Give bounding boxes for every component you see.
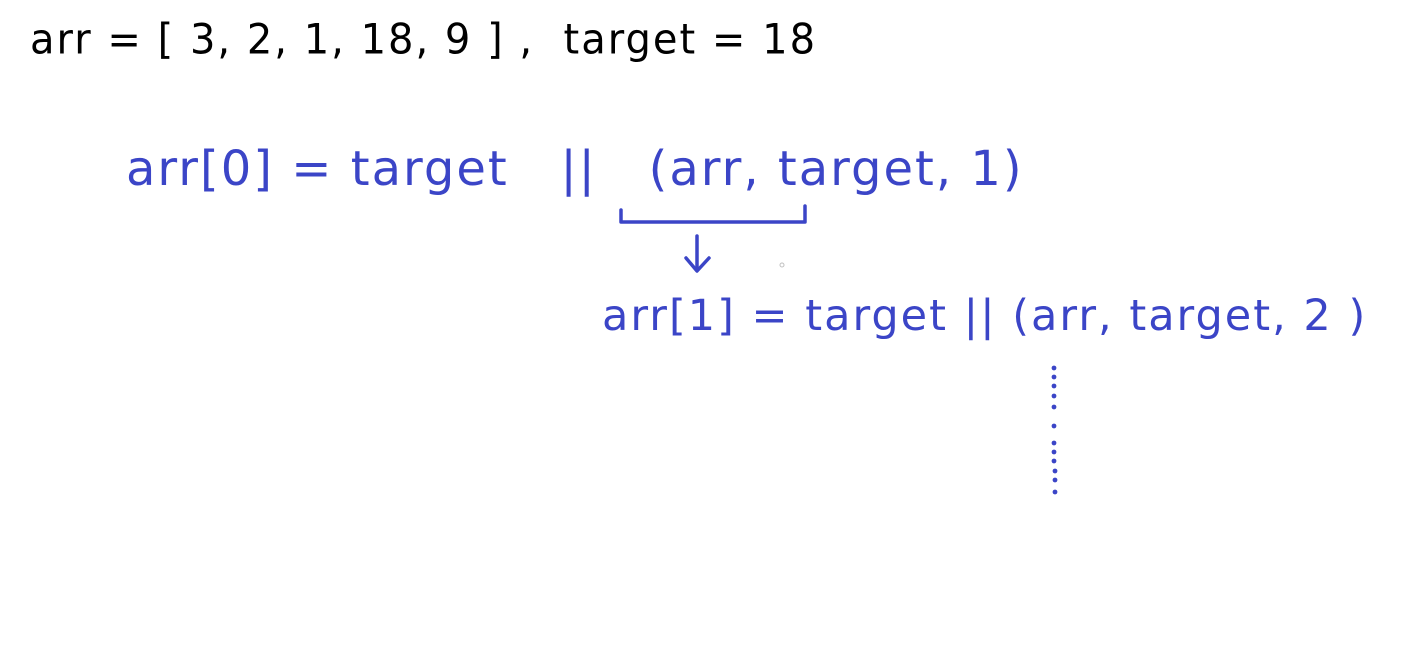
down-arrow-icon <box>684 234 711 273</box>
recursion-level-0-expression: arr[0] = target || (arr, target, 1) <box>126 141 1024 197</box>
recursive-call-bracket <box>619 204 807 224</box>
stray-dot <box>779 262 785 268</box>
recursion-level-1-expression: arr[1] = target || (arr, target, 2 ) <box>602 291 1368 341</box>
array-and-target-definition: arr = [ 3, 2, 1, 18, 9 ] , target = 18 <box>30 15 818 65</box>
continuation-dots <box>1051 365 1058 495</box>
